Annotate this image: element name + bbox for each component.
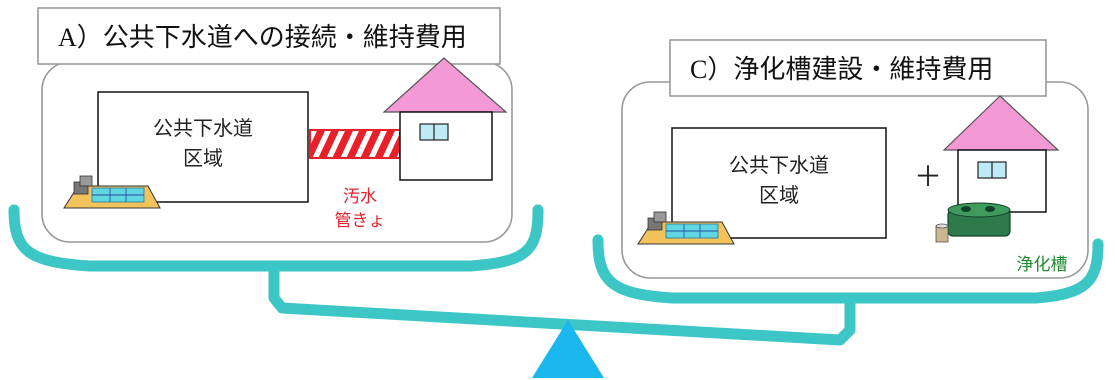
panel-c-title-box <box>669 39 1047 97</box>
sewer-pipe <box>309 129 401 159</box>
tank-label: 浄化槽 <box>1017 255 1068 275</box>
panel-a-title: A）公共下水道への接続・維持費用 <box>58 23 467 52</box>
panel-c-area-label-line2: 区域 <box>759 183 799 207</box>
panel-a-title-box <box>37 7 501 65</box>
left-pan <box>8 204 544 272</box>
panel-a-sewer-area <box>97 91 309 203</box>
house-icon-a <box>382 57 508 181</box>
panel-a-area-label-line1: 公共下水道 <box>153 116 253 140</box>
balance-scale <box>8 204 1104 346</box>
fulcrum-triangle <box>532 320 604 378</box>
plus-sign: ＋ <box>914 160 942 193</box>
beam <box>268 260 856 346</box>
treatment-plant-icon <box>63 175 161 209</box>
panel-c-area-label-line1: 公共下水道 <box>729 153 829 177</box>
treatment-plant-icon <box>637 211 735 245</box>
panel-c-title: C）浄化槽建設・維持費用 <box>690 55 993 84</box>
house-icon-c <box>942 95 1060 213</box>
panel-a-area-label-line2: 区域 <box>183 146 223 170</box>
pipe-label-line2: 管きょ <box>335 211 386 231</box>
septic-tank-icon <box>935 202 1011 243</box>
panel-c-sewer-area <box>671 127 887 239</box>
pipe-label-line1: 汚水 <box>343 187 377 207</box>
